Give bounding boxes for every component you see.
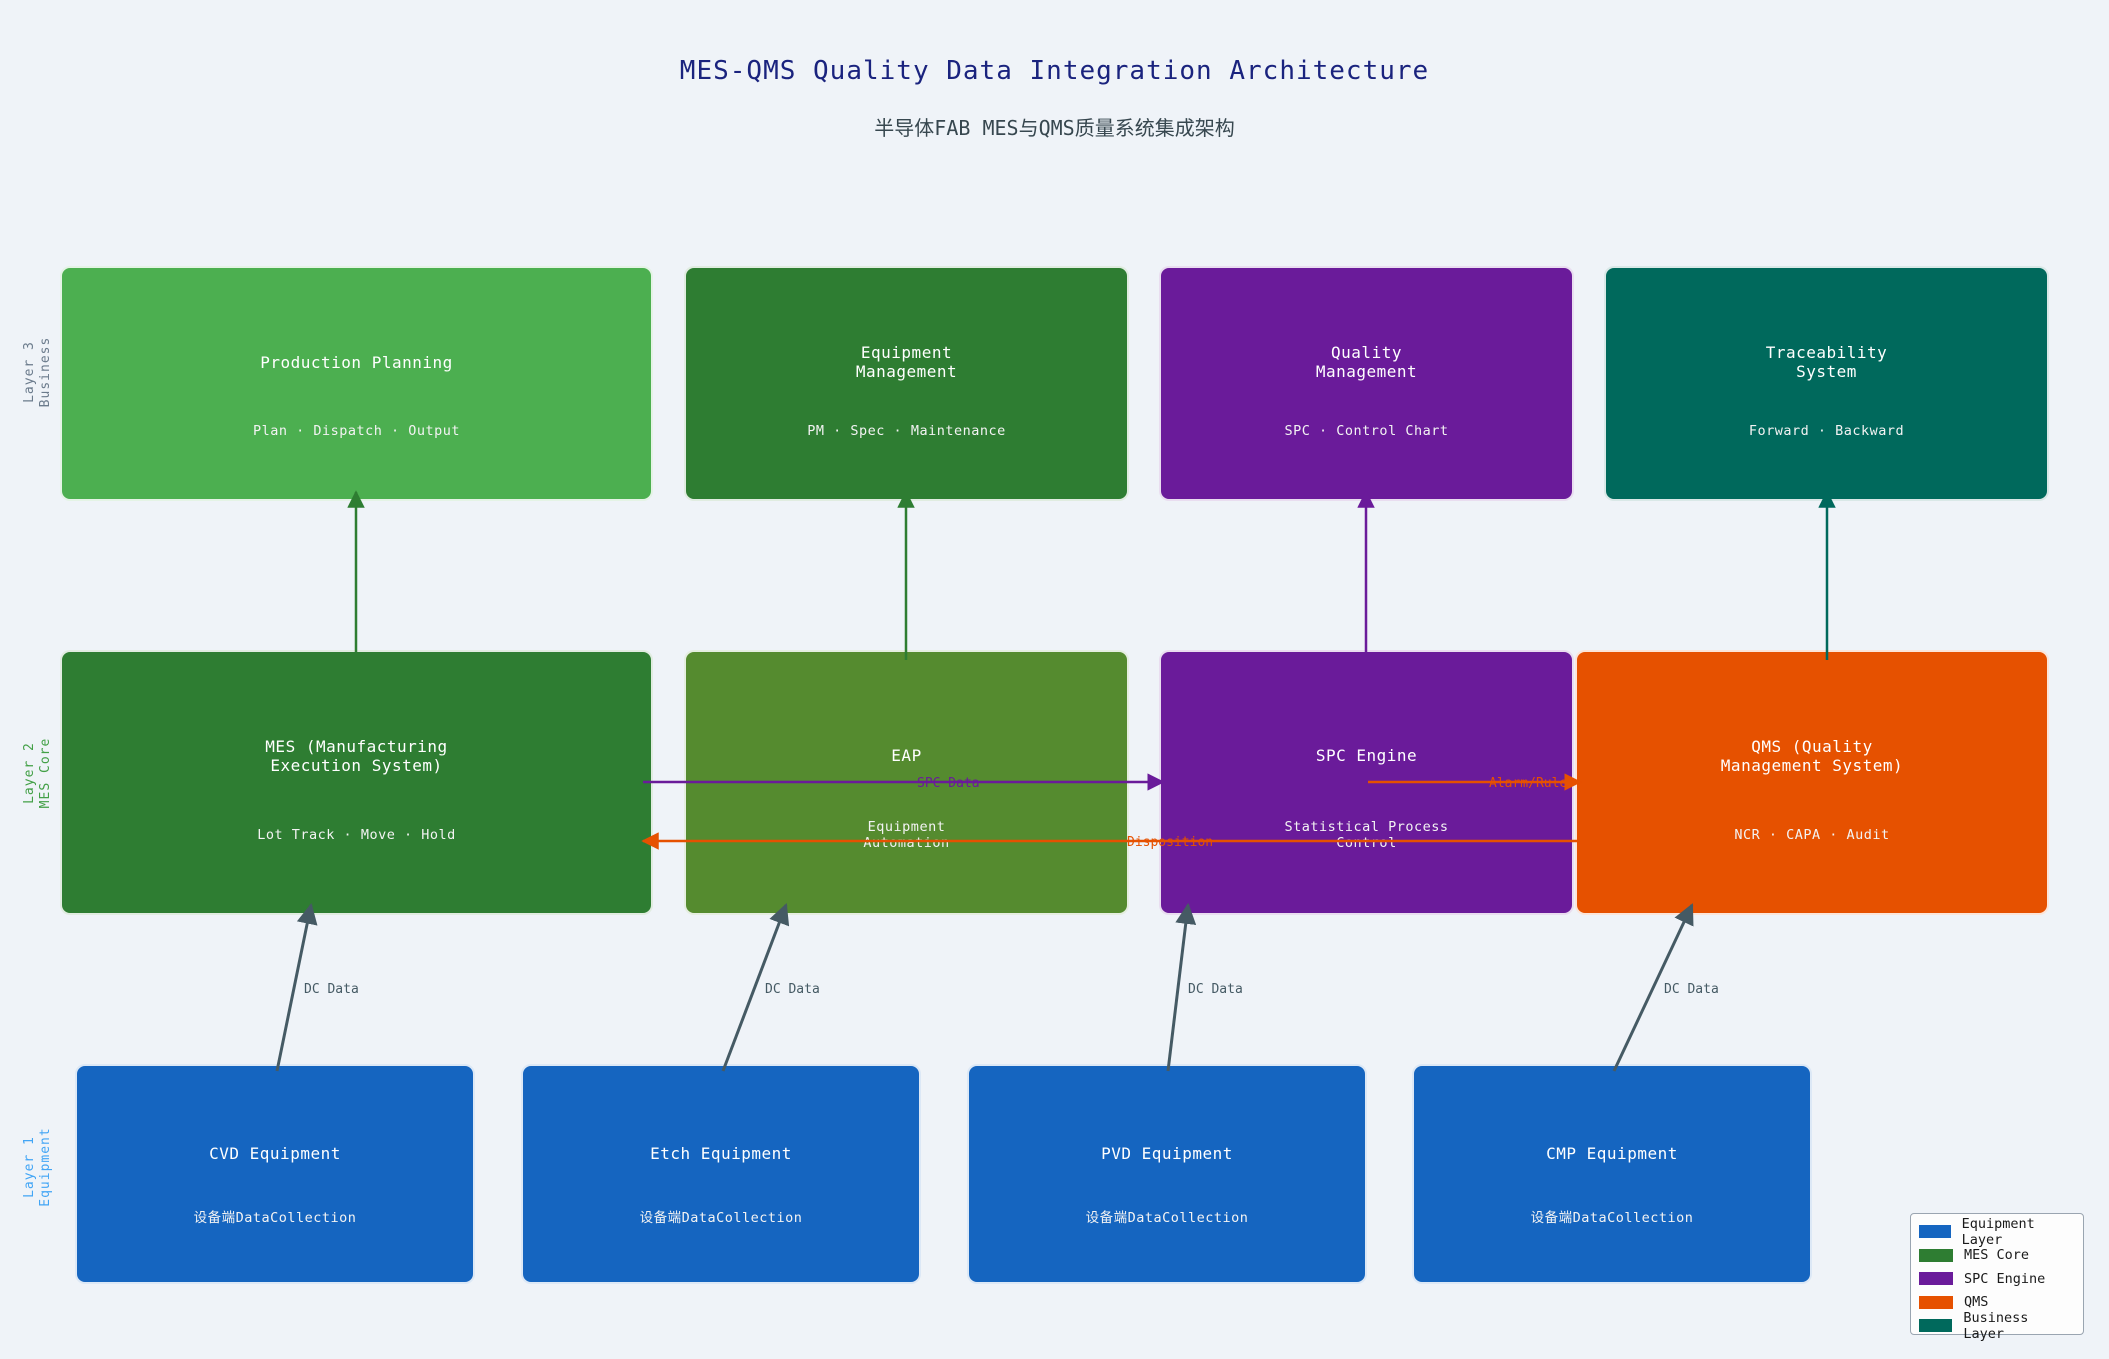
arrow-etch-dc (721, 903, 790, 1072)
legend-swatch (1919, 1295, 1953, 1309)
box-subtitle: Forward · Backward (1748, 423, 1905, 439)
box-subtitle: 设备端DataCollection (1530, 1210, 1694, 1226)
box-subtitle: 设备端DataCollection (1085, 1210, 1249, 1226)
production-planning-box[interactable]: Production Planning Plan · Dispatch · Ou… (60, 266, 653, 501)
box-subtitle: SPC · Control Chart (1284, 423, 1449, 439)
box-subtitle: Statistical Process Control (1284, 819, 1449, 851)
etch-equipment-box[interactable]: Etch Equipment 设备端DataCollection (521, 1064, 921, 1284)
box-title: EAP (891, 746, 922, 765)
box-subtitle: 设备端DataCollection (193, 1210, 357, 1226)
equipment-management-box[interactable]: Equipment Management PM · Spec · Mainten… (684, 266, 1129, 501)
legend-label: Business Layer (1963, 1309, 2029, 1342)
qms-box[interactable]: QMS (Quality Management System) NCR · CA… (1575, 650, 2049, 915)
legend-swatch (1919, 1248, 1953, 1262)
arrow-cvd-dc (275, 902, 318, 1072)
box-title: CMP Equipment (1546, 1144, 1678, 1163)
legend: Equipment Layer MES Core SPC Engine QMS … (1910, 1213, 2084, 1342)
legend-item-equipment: Equipment Layer (1919, 1216, 2075, 1248)
legend-label: SPC Engine (1964, 1270, 2046, 1287)
label-dc-data-pvd: DC Data (1188, 982, 1243, 997)
box-subtitle: 设备端DataCollection (639, 1210, 803, 1226)
legend-item-spc-engine: SPC Engine (1919, 1267, 2075, 1291)
label-dc-data-cmp: DC Data (1664, 982, 1719, 997)
arrow-cmp-dc (1612, 903, 1694, 1072)
page-title: MES-QMS Quality Data Integration Archite… (679, 56, 1430, 86)
box-title: Production Planning (260, 353, 453, 372)
legend-item-mes-core: MES Core (1919, 1244, 2075, 1268)
legend-label: MES Core (1964, 1247, 2030, 1264)
label-spc-data: SPC Data (917, 776, 980, 791)
box-title: Quality Management (1315, 343, 1418, 381)
box-subtitle: NCR · CAPA · Audit (1734, 827, 1890, 843)
box-subtitle: Lot Track · Move · Hold (257, 827, 456, 843)
box-title: CVD Equipment (209, 1144, 341, 1163)
cmp-equipment-box[interactable]: CMP Equipment 设备端DataCollection (1412, 1064, 1812, 1284)
box-title: Traceability System (1765, 343, 1888, 381)
legend-label: Equipment Layer (1961, 1215, 2035, 1248)
legend-swatch (1919, 1319, 1953, 1333)
label-disposition: Disposition (1127, 835, 1213, 850)
box-subtitle: Plan · Dispatch · Output (252, 423, 461, 439)
box-title: SPC Engine (1315, 746, 1418, 765)
legend-item-business: Business Layer (1919, 1310, 2075, 1342)
box-title: QMS (Quality Management System) (1720, 737, 1904, 775)
legend-label: QMS (1964, 1294, 1989, 1311)
box-subtitle: Equipment Automation (863, 819, 950, 851)
box-title: Etch Equipment (650, 1144, 792, 1163)
label-dc-data-cvd: DC Data (304, 982, 359, 997)
quality-management-box[interactable]: Quality Management SPC · Control Chart (1159, 266, 1574, 501)
legend-item-qms: QMS (1919, 1291, 2075, 1315)
arrow-pvd-dc (1166, 902, 1197, 1072)
box-title: PVD Equipment (1101, 1144, 1233, 1163)
box-title: Equipment Management (855, 343, 958, 381)
legend-swatch (1919, 1272, 1953, 1286)
pvd-equipment-box[interactable]: PVD Equipment 设备端DataCollection (967, 1064, 1367, 1284)
traceability-system-box[interactable]: Traceability System Forward · Backward (1604, 266, 2049, 501)
label-dc-data-etch: DC Data (765, 982, 820, 997)
cvd-equipment-box[interactable]: CVD Equipment 设备端DataCollection (75, 1064, 475, 1284)
legend-swatch (1919, 1225, 1951, 1239)
box-subtitle: PM · Spec · Maintenance (807, 423, 1006, 439)
box-title: MES (Manufacturing Execution System) (265, 737, 448, 775)
page-subtitle: 半导体FAB MES与QMS质量系统集成架构 (874, 116, 1235, 140)
label-alarm-rule: Alarm/Rule (1489, 776, 1567, 791)
